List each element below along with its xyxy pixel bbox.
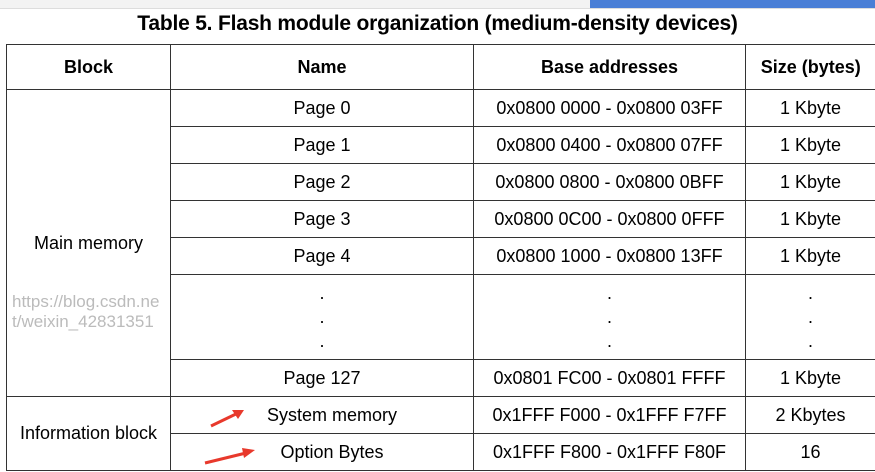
watermark: https://blog.csdn.net/weixin_42831351 (12, 292, 160, 331)
ellipsis: . . . (170, 274, 474, 360)
size-cell: 1 Kbyte (745, 359, 875, 397)
address-cell: 0x0800 0000 - 0x0800 03FF (473, 89, 746, 127)
header-block: Block (6, 44, 171, 90)
table-title: Table 5. Flash module organization (medi… (137, 12, 738, 35)
address-cell: 0x1FFF F000 - 0x1FFF F7FF (473, 396, 746, 434)
active-tab[interactable] (590, 0, 875, 8)
name-cell: Page 3 (170, 200, 474, 238)
size-cell: 1 Kbyte (745, 163, 875, 201)
header-size: Size (bytes) (745, 44, 875, 90)
size-cell: 1 Kbyte (745, 200, 875, 238)
name-cell: Page 0 (170, 89, 474, 127)
header-base-addresses: Base addresses (473, 44, 746, 90)
block-main-memory: Main memory (6, 89, 171, 397)
name-cell: Page 4 (170, 237, 474, 275)
size-cell: 16 (745, 433, 875, 471)
header-name: Name (170, 44, 474, 90)
name-cell: Option Bytes (170, 433, 474, 471)
block-information: Information block (6, 396, 171, 471)
browser-tab-strip (0, 0, 875, 9)
address-cell: 0x0800 1000 - 0x0800 13FF (473, 237, 746, 275)
header-row: Block Name Base addresses Size (bytes) (6, 44, 875, 90)
address-cell: 0x0800 0800 - 0x0800 0BFF (473, 163, 746, 201)
name-cell: Page 127 (170, 359, 474, 397)
ellipsis: . . . (473, 274, 746, 360)
size-cell: 1 Kbyte (745, 89, 875, 127)
flash-organization-table: Block Name Base addresses Size (bytes) M… (6, 44, 875, 471)
size-cell: 2 Kbytes (745, 396, 875, 434)
name-cell: Page 2 (170, 163, 474, 201)
address-cell: 0x0801 FC00 - 0x0801 FFFF (473, 359, 746, 397)
name-cell: Page 1 (170, 126, 474, 164)
name-cell: System memory (170, 396, 474, 434)
address-cell: 0x1FFF F800 - 0x1FFF F80F (473, 433, 746, 471)
size-cell: 1 Kbyte (745, 237, 875, 275)
address-cell: 0x0800 0C00 - 0x0800 0FFF (473, 200, 746, 238)
red-arrow-icon (210, 410, 244, 428)
address-cell: 0x0800 0400 - 0x0800 07FF (473, 126, 746, 164)
size-cell: 1 Kbyte (745, 126, 875, 164)
red-arrow-icon (204, 448, 255, 465)
ellipsis: . . . (745, 274, 875, 360)
